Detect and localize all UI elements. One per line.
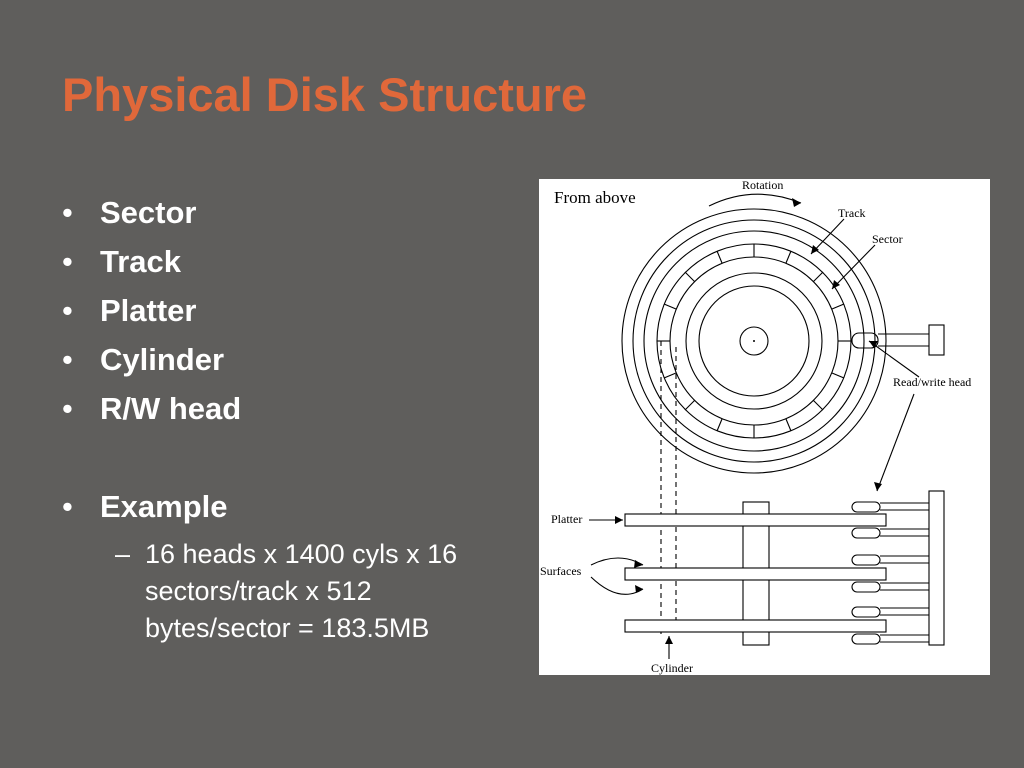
bullet-text: Platter [100,293,197,328]
rw-head-leader [868,340,920,378]
bullet-text: Sector [100,195,197,230]
bullet-icon: • [62,489,73,524]
cylinder-label: Cylinder [651,661,693,675]
spindle-hub [739,326,769,356]
bullet-icon: • [62,342,73,377]
platter-label: Platter [551,512,582,526]
bullet-item: • Cylinder [62,339,241,388]
rw-head-top [851,332,879,349]
track-label: Track [838,206,866,220]
bullet-text: Cylinder [100,342,225,377]
bullet-item: • Track [62,241,241,290]
sector-label: Sector [872,232,903,246]
actuator-top [928,324,945,356]
sector-leader [831,244,876,290]
example-label: Example [100,489,228,524]
example-detail-text: 16 heads x 1400 cyls x 16 sectors/track … [145,539,458,643]
track-ring [698,285,810,397]
rotation-arrow [708,193,802,207]
bullet-text: Track [100,244,182,279]
track-ring [643,230,865,452]
disk-diagram-svg: From above Rotation Track Sector Read/wr… [540,179,971,675]
spindle-center [753,340,755,342]
rw-heads-side [851,501,929,645]
bullet-text: R/W head [100,391,242,426]
dash-icon: – [115,539,131,569]
track-ring [621,208,887,474]
from-above-label: From above [554,188,636,207]
slide-title: Physical Disk Structure [62,68,588,121]
bullet-item: • Platter [62,290,241,339]
track-ring [685,272,823,410]
platter-side [624,619,887,633]
arrowheads [615,198,882,644]
bullet-icon: • [62,293,73,328]
platter-side [624,513,887,527]
bullet-icon: • [62,391,73,426]
disk-diagram: From above Rotation Track Sector Read/wr… [539,179,990,675]
platter-side [624,567,887,581]
bullet-list: • Sector • Track • Platter • Cylinder • R/W h… [62,192,241,535]
surfaces-label: Surfaces [540,564,582,578]
rw-head-leader [876,393,915,492]
bullet-icon: • [62,195,73,230]
example-detail: – 16 heads x 1400 cyls x 16 sectors/trac… [115,536,515,647]
actuator-side [928,490,945,646]
bullet-item: • R/W head [62,388,241,437]
sector-dividers [657,244,851,438]
rw-head-label: Read/write head [893,375,971,389]
bullet-item-example: • Example [62,486,241,535]
bullet-icon: • [62,244,73,279]
bullet-item: • Sector [62,192,241,241]
rotation-label: Rotation [742,179,783,192]
